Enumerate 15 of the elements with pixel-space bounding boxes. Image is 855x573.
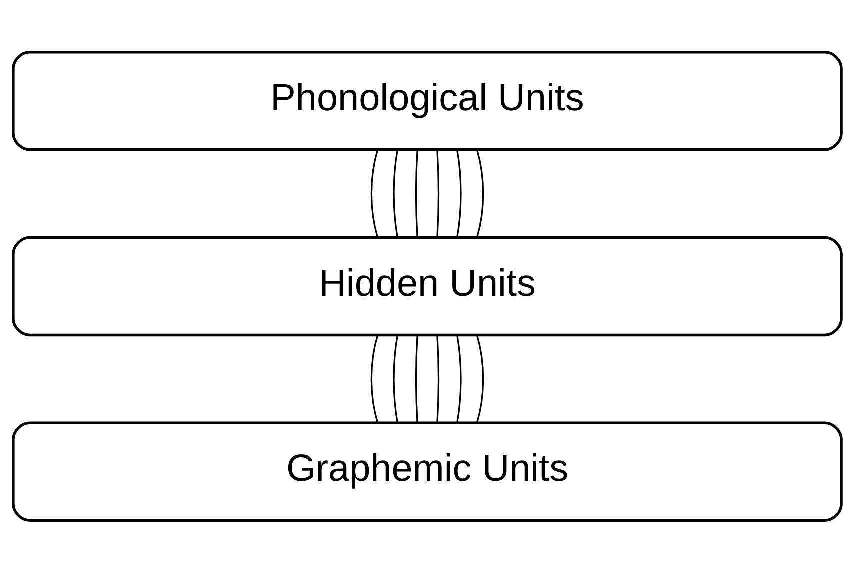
node-box: Graphemic Units [12,422,843,522]
node-box: Hidden Units [12,236,843,337]
connector [436,150,440,238]
connector [370,335,379,423]
connector [436,335,440,423]
node-box: Phonological Units [12,51,843,152]
connector [416,150,418,238]
connector [456,335,462,423]
connector [416,335,418,423]
connector [476,335,484,423]
connector [393,150,398,238]
connector [393,335,398,423]
connector [456,150,462,238]
connector [370,150,379,238]
connector [476,150,484,238]
